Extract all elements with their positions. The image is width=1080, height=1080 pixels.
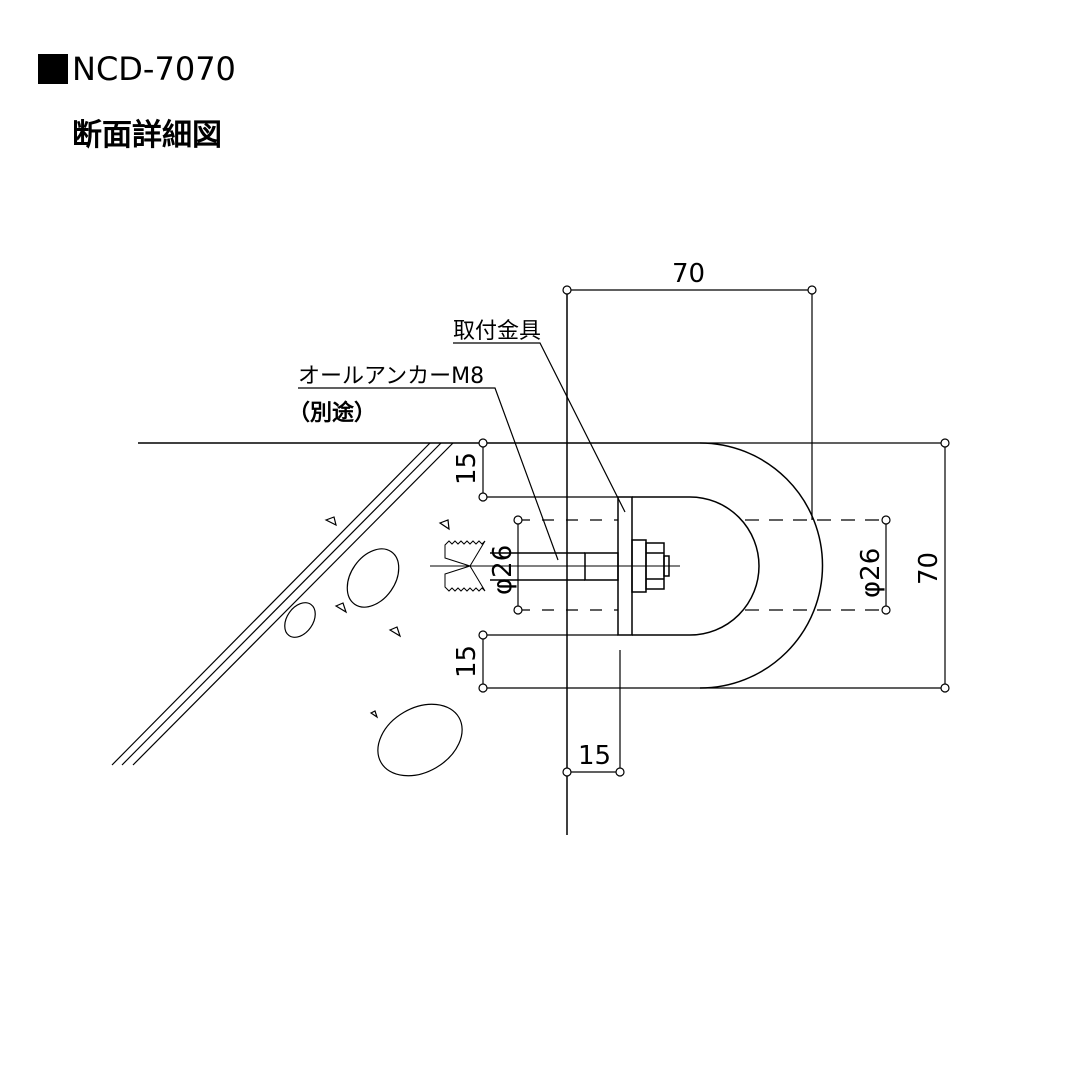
- concrete-aggregate: [284, 516, 463, 777]
- dim-top-offset: 15: [452, 452, 482, 485]
- title-text: NCD-7070: [72, 50, 236, 88]
- drawing-subtitle: 断面詳細図: [72, 118, 222, 153]
- wall-surface: [111, 442, 700, 766]
- dim-width-top: 70: [672, 259, 705, 289]
- dim-diameter-right: φ26: [856, 548, 886, 598]
- label-anchor: オールアンカーM8: [298, 364, 484, 389]
- u-shaped-handrail: [632, 442, 824, 689]
- drawing-title: NCD-7070: [38, 50, 236, 88]
- label-bracket: 取付金具: [453, 319, 541, 344]
- anchor-bolt: [430, 540, 680, 592]
- title-marker-icon: [38, 54, 68, 84]
- label-anchor-note: （別途）: [288, 400, 376, 426]
- dim-diameter-left: φ26: [488, 545, 518, 595]
- leader-lines: [298, 342, 626, 561]
- dim-height-right: 70: [914, 552, 944, 585]
- dimension-lines: [482, 289, 946, 773]
- dimension-endpoints: [478, 285, 950, 777]
- dim-plate-offset: 15: [578, 741, 611, 771]
- dim-bottom-offset: 15: [452, 645, 482, 678]
